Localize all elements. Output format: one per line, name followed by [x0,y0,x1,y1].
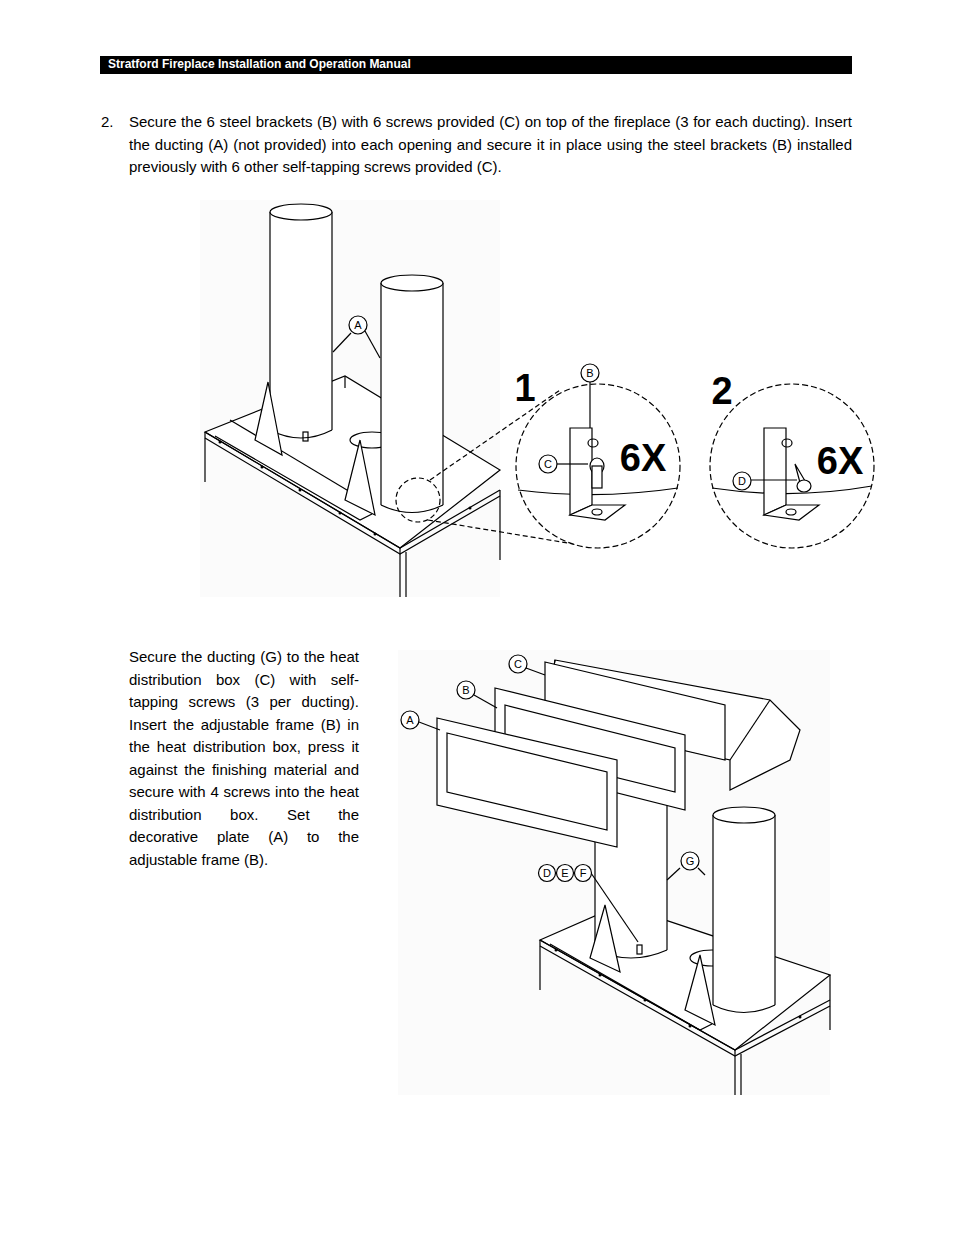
detail-2 [710,384,874,548]
callout-letter: E [561,867,568,879]
step-number: 2. [101,111,125,134]
callout-letter: D [543,867,551,879]
callout-letter: A [406,714,413,726]
instruction-text: Secure the ducting (G) to the heat distr… [129,646,359,871]
quantity-label: 6X [620,438,666,478]
step-number: 2 [711,371,732,411]
callout-letter: B [586,367,593,379]
page-header: Stratford Fireplace Installation and Ope… [108,56,411,73]
callout-letter: B [462,684,469,696]
callout-letter: F [580,867,587,879]
step-number: 1 [514,368,535,408]
callout-letter: A [354,319,361,331]
quantity-label: 6X [817,441,863,481]
fireplace-top-figure [200,200,580,597]
callout-letter: C [544,458,552,470]
callout-letter: D [738,475,746,487]
callout-circles [349,316,751,882]
header-bar [100,56,852,74]
detail-1 [516,381,680,548]
callout-letter: C [514,658,522,670]
instruction-text: Secure the 6 steel brackets (B) with 6 s… [129,111,852,179]
heat-distribution-figure [398,650,830,1095]
callout-letter: G [686,855,695,867]
